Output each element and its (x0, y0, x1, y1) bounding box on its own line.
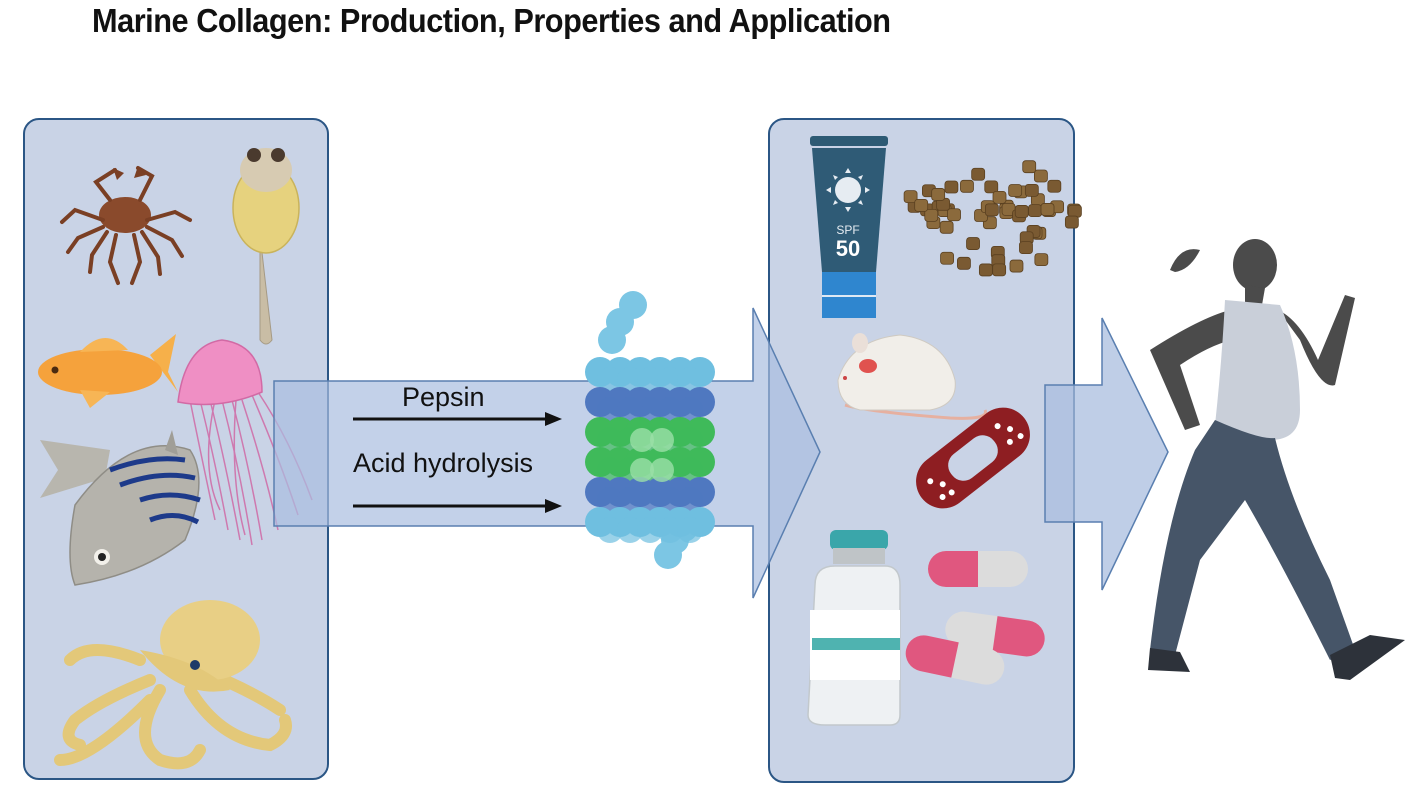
collagen-bead (677, 367, 703, 393)
capsule-icon (905, 635, 1005, 685)
pellet (914, 198, 929, 212)
collagen-bead (677, 487, 703, 513)
sunscreen-icon: SPF 50 (810, 136, 888, 318)
figure-title: Marine Collagen: Production, Properties … (92, 2, 891, 39)
pellet (1028, 204, 1042, 218)
pellet (1040, 203, 1055, 216)
pellet (1022, 160, 1037, 174)
pellet (1033, 169, 1048, 183)
pellet (957, 256, 971, 270)
pellet (924, 208, 939, 222)
collagen-bead (617, 367, 643, 393)
pellet (960, 179, 974, 193)
pellet (947, 208, 961, 222)
crab-icon (60, 166, 192, 285)
pellet (1008, 184, 1023, 197)
collagen-bead (630, 458, 654, 482)
collagen-bead (650, 458, 674, 482)
zebrafish-larva-icon (232, 148, 300, 345)
pellet (1064, 215, 1079, 229)
collagen-bead (657, 487, 683, 513)
collagen-helix-icon (585, 291, 715, 569)
spf-label: SPF (836, 223, 859, 237)
collagen-bead (657, 367, 683, 393)
pellet (940, 251, 954, 265)
pellet (1034, 253, 1049, 266)
pellet (984, 180, 999, 194)
pellet (903, 190, 918, 204)
octopus-icon (54, 600, 292, 770)
medicine-vial-icon (807, 530, 901, 726)
collagen-bead (677, 457, 703, 483)
pellet (1024, 183, 1039, 197)
bandage-icon (916, 407, 1030, 509)
collagen-bead (597, 517, 623, 543)
outcome-arrow (1044, 317, 1169, 591)
spf-value: 50 (836, 236, 860, 261)
pellet (978, 263, 993, 277)
acid-hydrolysis-label: Acid hydrolysis (353, 448, 534, 478)
walking-woman-icon (1148, 239, 1405, 680)
collagen-bead (617, 487, 643, 513)
collagen-bead (637, 367, 663, 393)
pellet (944, 180, 959, 194)
collagen-bead (657, 517, 683, 543)
collagen-bead (637, 517, 663, 543)
capsule-icon (928, 551, 1028, 587)
collagen-bead (637, 487, 663, 513)
collagen-bead (677, 427, 703, 453)
collagen-bead (677, 397, 703, 423)
pellet (971, 167, 986, 181)
collagen-bead (597, 367, 623, 393)
collagen-bead (630, 428, 654, 452)
collagen-bead (597, 487, 623, 513)
collagen-bead (650, 428, 674, 452)
pellet (992, 263, 1007, 277)
pellet (1019, 241, 1033, 255)
collagen-bead (657, 397, 683, 423)
pellet (1067, 204, 1082, 218)
pellet (992, 190, 1007, 204)
zebrafish-icon (40, 430, 201, 586)
collagen-bead (598, 326, 626, 354)
pepsin-arrow-icon (353, 412, 562, 426)
acid-hydrolysis-arrow-icon (353, 499, 562, 513)
collagen-bead (597, 397, 623, 423)
collagen-bead (637, 397, 663, 423)
collagen-bead (677, 517, 703, 543)
pepsin-label: Pepsin (402, 382, 485, 412)
lab-mouse-icon (837, 333, 988, 420)
pellet (1014, 205, 1029, 218)
pet-food-pellets-icon (903, 160, 1082, 277)
goldfish-icon (38, 334, 178, 408)
pellet (939, 220, 954, 234)
pellet (966, 237, 980, 250)
collagen-bead (597, 427, 623, 453)
pellet (984, 203, 999, 217)
collagen-bead (597, 457, 623, 483)
pellet (1047, 179, 1062, 193)
pellet (1009, 259, 1024, 273)
pellet (931, 188, 946, 201)
collagen-bead (617, 397, 643, 423)
collagen-bead (617, 517, 643, 543)
